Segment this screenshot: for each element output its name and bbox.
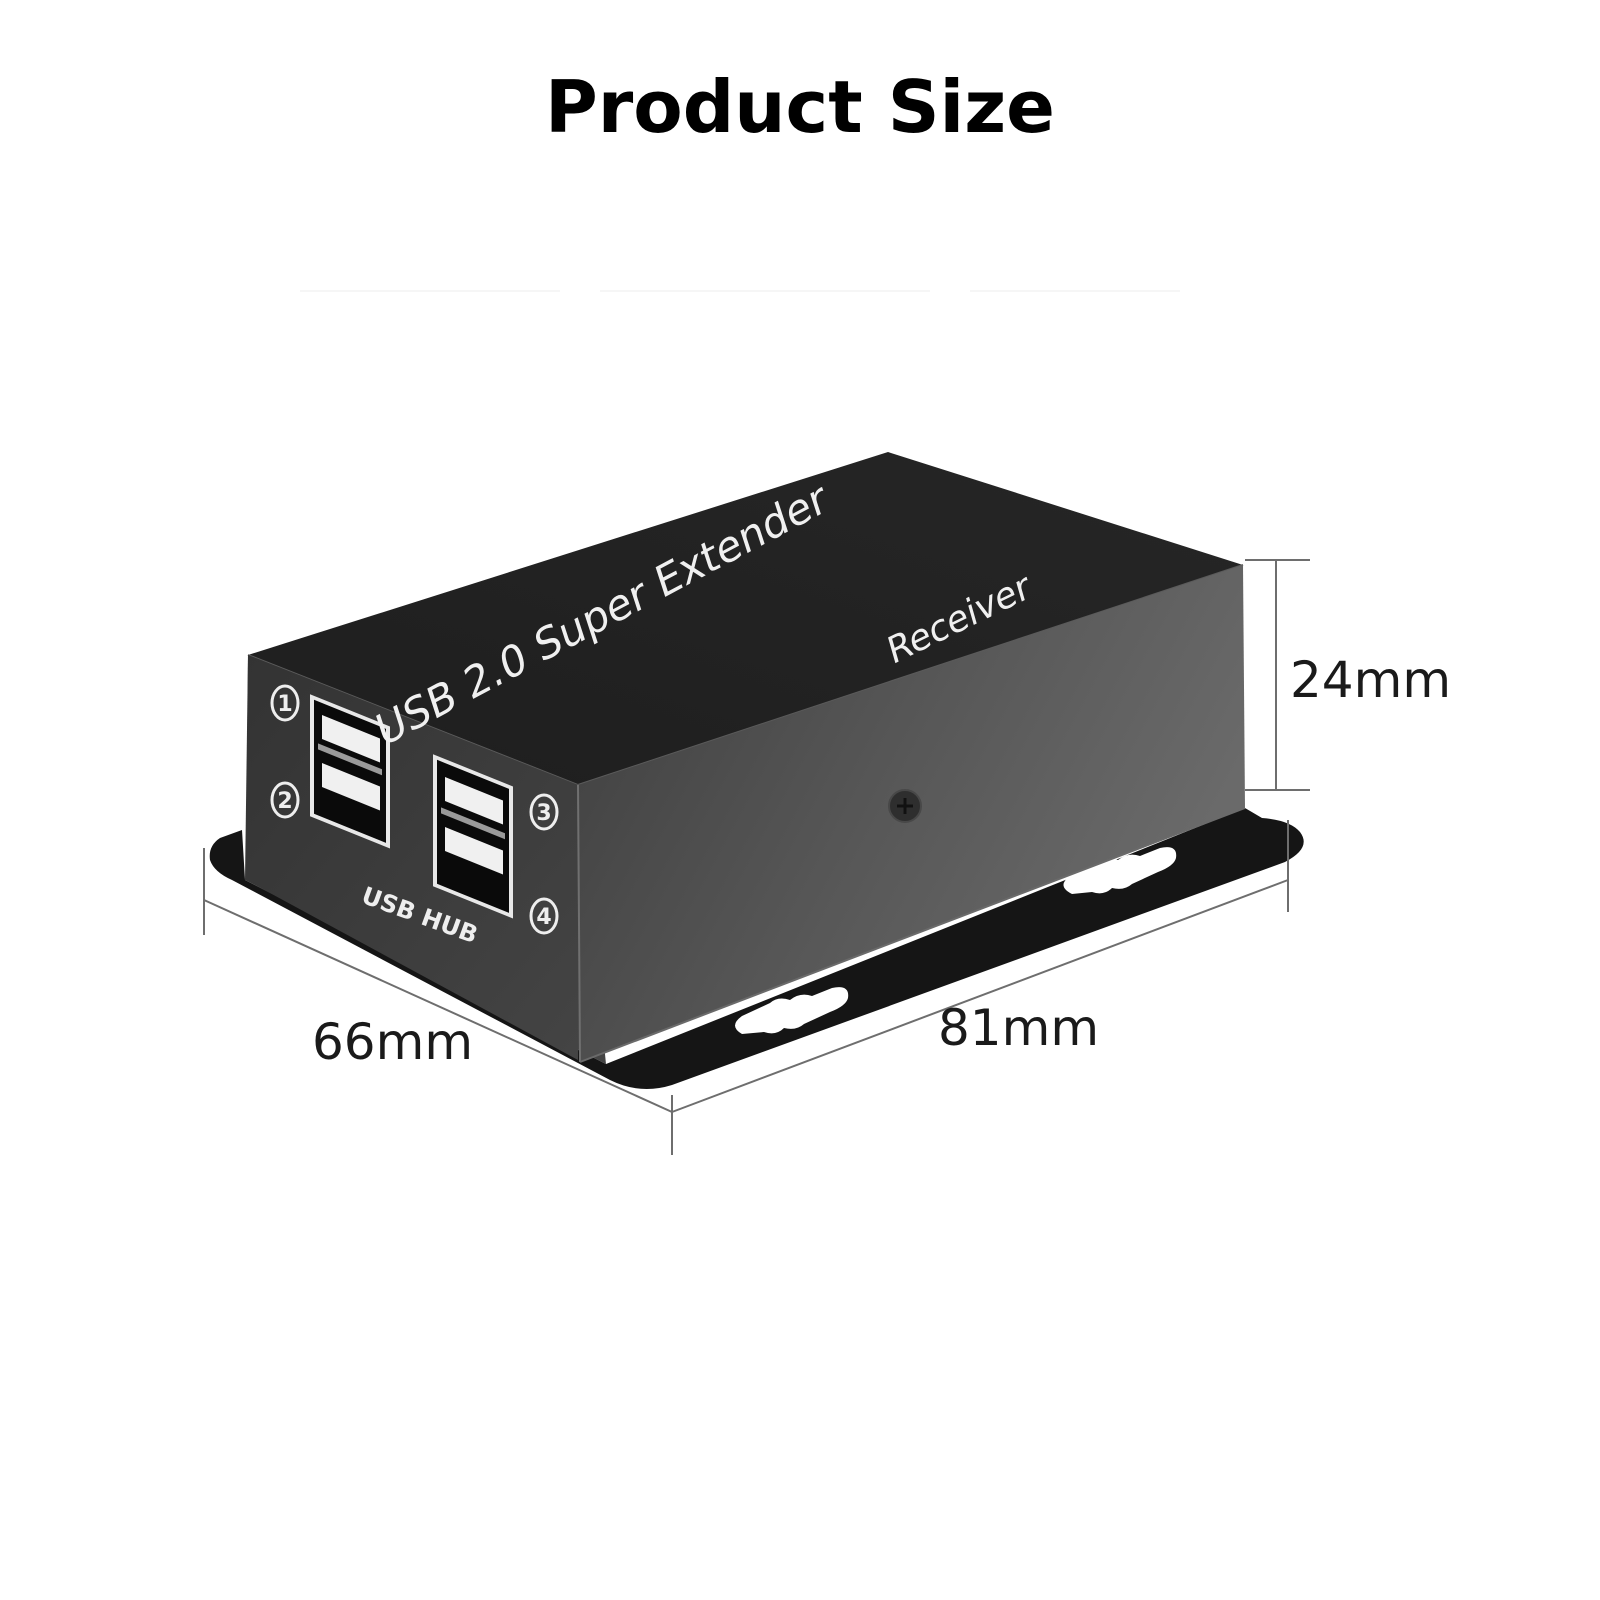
port-number-badges bbox=[270, 684, 559, 935]
screw-icon bbox=[888, 789, 922, 823]
port-number-2: 2 bbox=[277, 789, 292, 814]
usb-port-block-left bbox=[310, 694, 390, 849]
usb-port-4 bbox=[445, 827, 503, 875]
dimension-depth-label: 66mm bbox=[312, 1013, 474, 1071]
bracket-slot-back bbox=[1063, 847, 1177, 894]
port-number-4: 4 bbox=[536, 905, 551, 930]
faint-divider bbox=[600, 290, 930, 292]
faint-divider bbox=[970, 290, 1180, 292]
mounting-bracket bbox=[209, 808, 1304, 1089]
usb-port-2 bbox=[322, 763, 380, 811]
port-number-1: 1 bbox=[277, 692, 292, 717]
dimension-length-label: 81mm bbox=[938, 999, 1100, 1057]
faint-divider bbox=[300, 290, 560, 292]
dimension-lines bbox=[203, 559, 1310, 1155]
page-title: Product Size bbox=[545, 65, 1055, 149]
dimension-height-label: 24mm bbox=[1290, 651, 1452, 709]
port-number-3: 3 bbox=[536, 801, 551, 826]
device-top-face bbox=[248, 452, 1243, 785]
usb-port-1 bbox=[322, 715, 380, 763]
usb-port-block-right bbox=[433, 754, 513, 919]
bracket-slot-front bbox=[735, 987, 849, 1034]
usb-port-3 bbox=[445, 777, 503, 825]
